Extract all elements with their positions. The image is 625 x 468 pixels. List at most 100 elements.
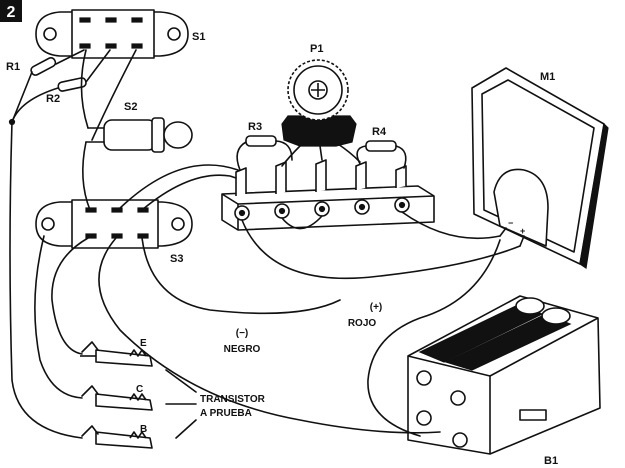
resistor-r2: R2: [11, 49, 111, 123]
potentiometer-p1-body: [281, 115, 357, 147]
wires: [8, 49, 521, 439]
resistor-r4-body: [365, 140, 397, 152]
switch-s3-mount-hole-left: [41, 217, 55, 231]
pushbutton-s2-body: [103, 119, 157, 151]
wire-strip-to-meter: [401, 211, 501, 239]
alligator-clip-c: C: [81, 384, 153, 411]
label-positive-word: ROJO: [348, 318, 377, 329]
meter-m1-minus-mark: −: [508, 218, 513, 228]
battery-holder-hole: [416, 410, 432, 426]
label-clip-e: E: [140, 338, 147, 349]
meter-m1-plus-mark: +: [520, 226, 525, 236]
label-clip-c: C: [136, 384, 143, 395]
label-r2: R2: [46, 93, 60, 105]
switch-s1-terminal: [105, 17, 117, 23]
label-s2: S2: [124, 101, 137, 113]
terminal-rivet-center: [358, 203, 366, 211]
label-r3: R3: [248, 121, 262, 133]
battery-cell-top: [515, 297, 545, 315]
resistor-r3-body: [245, 135, 277, 147]
battery-holder-hole: [452, 432, 468, 448]
meter-m1-scale: [481, 79, 595, 253]
meter-m1-back-housing: [493, 168, 549, 247]
wire-s3-to-lead: [141, 237, 341, 315]
label-m1: M1: [540, 71, 555, 83]
alligator-clip-b-teeth: [129, 431, 147, 439]
label-positive-sign: (+): [370, 302, 383, 313]
switch-s3-terminal: [85, 207, 97, 213]
resistor-r3: R3: [236, 121, 293, 171]
terminal-rivet-center: [318, 205, 326, 213]
switch-s1-block: [71, 9, 155, 59]
wire-s3-to-clip-e: [51, 237, 89, 355]
switch-s1: S1: [35, 9, 205, 59]
terminal-lug: [235, 167, 247, 196]
resistor-r4-lead: [356, 145, 367, 165]
wire-r1-to-clip-b: [9, 121, 83, 439]
terminal-lug: [355, 161, 367, 190]
battery-holder-hole: [450, 390, 466, 406]
meter-m1-terminal: [499, 227, 507, 237]
resistor-r1: R1: [6, 49, 85, 123]
potentiometer-p1-lead: [319, 145, 323, 161]
alligator-clip-b: B: [81, 424, 153, 449]
battery-holder-clip: [519, 409, 547, 421]
switch-s1-terminal: [79, 43, 91, 49]
terminal-strip: [221, 159, 435, 231]
wire-strip-jumper: [281, 215, 323, 230]
figure-number: 2: [7, 4, 16, 21]
switch-s1-terminal: [105, 43, 117, 49]
potentiometer-p1-shaft-slot: [311, 83, 325, 97]
switch-s1-terminal: [131, 17, 143, 23]
wire-s3-to-clip-c: [34, 235, 83, 399]
terminal-rivet-center: [238, 209, 246, 217]
switch-s3: S3: [35, 199, 193, 265]
label-negative-word: NEGRO: [224, 344, 261, 355]
label-transistor-line1: TRANSISTOR: [200, 394, 266, 405]
transistor-label-pointers: [165, 369, 197, 439]
wire-s1-to-s2b: [91, 49, 137, 141]
switch-s1-terminal: [131, 43, 143, 49]
label-r4: R4: [372, 126, 387, 138]
label-b1: B1: [544, 455, 558, 467]
wire-s2-to-s3: [82, 141, 91, 211]
alligator-clip-c-teeth: [129, 393, 147, 401]
terminal-lug: [395, 165, 407, 188]
resistor-r1-body: [30, 56, 57, 76]
resistor-r4-lead: [395, 145, 407, 169]
resistor-r3-lead: [236, 141, 247, 171]
wire-positive-red: [367, 239, 501, 437]
resistor-r2-lead: [85, 49, 111, 83]
meter-m1-side: [579, 122, 609, 270]
resistor-r1-lead: [55, 49, 85, 65]
alligator-clip-e: E: [80, 338, 153, 367]
resistor-r1-lead: [11, 71, 33, 123]
alligator-clip-e-lever: [81, 341, 99, 353]
wire-s1-to-s2: [80, 49, 89, 129]
terminal-lug: [275, 161, 287, 194]
label-s3: S3: [170, 253, 183, 265]
switch-s3-terminal: [111, 207, 123, 213]
switch-s3-mount-hole-right: [171, 217, 185, 231]
alligator-clip-b-lever: [81, 425, 99, 437]
figure-number-box: [0, 0, 22, 22]
resistor-r3-lead: [275, 140, 293, 161]
figure-number-badge: 2: [0, 0, 22, 22]
terminal-rivet-center: [398, 201, 406, 209]
pushbutton-s2: S2: [85, 101, 193, 153]
wire-s3-to-strip: [117, 164, 239, 211]
wire-s3-to-strip-b: [141, 174, 237, 211]
label-transistor-line2: A PRUEBA: [200, 408, 252, 419]
battery-cell: [444, 313, 572, 371]
switch-s3-terminal: [137, 233, 149, 239]
switch-s1-terminal: [79, 17, 91, 23]
potentiometer-p1: P1: [281, 43, 361, 167]
switch-s3-terminal: [111, 233, 123, 239]
alligator-clip-c-lever: [81, 385, 99, 397]
battery-cell-top: [541, 307, 571, 325]
meter-m1: − + M1: [471, 67, 609, 270]
potentiometer-p1-lead: [281, 145, 301, 167]
wire-strip-to-meter-b: [241, 219, 521, 280]
